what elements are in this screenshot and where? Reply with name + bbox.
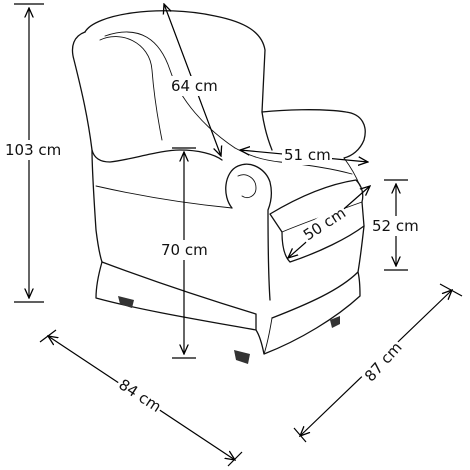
dimension-seat-height: 52 cm (370, 179, 420, 271)
dimension-seat-width: 51 cm (240, 146, 368, 165)
dimension-backrest: 64 cm (164, 4, 221, 156)
right-arm-top (261, 111, 273, 151)
skirt-front-right (263, 317, 273, 355)
skirt-front-left (101, 261, 257, 331)
leg-back-left (118, 296, 134, 308)
front-arm-roll (225, 163, 272, 301)
armchair-illustration (71, 10, 366, 364)
dimension-width: 84 cm (39, 329, 243, 467)
dimension-arm-height: 70 cm (158, 147, 212, 359)
dimension-seat-depth: 50 cm (288, 186, 370, 258)
seat-height-label: 52 cm (372, 217, 419, 235)
left-wing-inner (99, 36, 163, 141)
chair-skirt (95, 261, 361, 355)
chair-back-outline (84, 10, 366, 159)
arm-height-label: 70 cm (161, 241, 208, 259)
dimension-depth: 87 cm (293, 283, 463, 443)
depth-label: 87 cm (361, 338, 406, 385)
dimension-total-height: 103 cm (2, 3, 61, 303)
front-arm-roll-curl (237, 174, 257, 199)
leg-front (234, 350, 250, 364)
total-height-label: 103 cm (5, 141, 61, 159)
left-wing (71, 31, 223, 163)
left-body-side (91, 149, 103, 263)
backrest-height-label: 64 cm (171, 77, 218, 95)
seat-width-label: 51 cm (284, 146, 331, 164)
body-horizontal-seam (95, 185, 233, 209)
